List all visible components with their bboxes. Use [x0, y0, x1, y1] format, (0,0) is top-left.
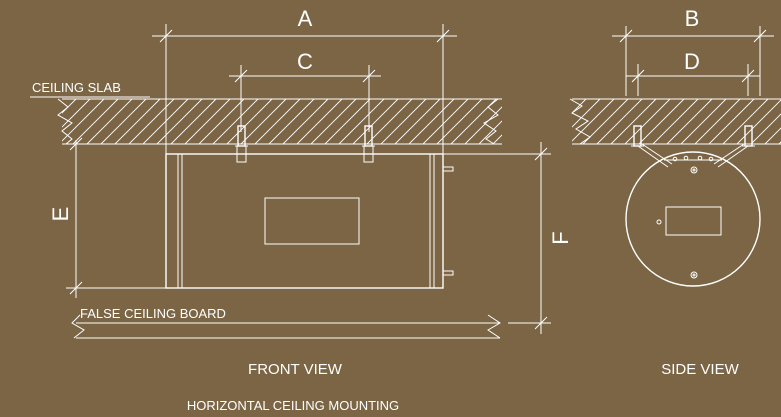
side-view-drawing: B D — [569, 6, 781, 378]
hatch-line — [86, 99, 133, 144]
hatch-line — [366, 99, 413, 144]
hatch-line — [226, 99, 273, 144]
dimension-d: D — [626, 49, 760, 96]
dim-label-f: F — [548, 231, 573, 244]
hatch-line — [324, 99, 371, 144]
hatch-line — [722, 99, 769, 144]
unit-body-front — [165, 153, 454, 289]
hatch-line — [268, 99, 315, 144]
hatch-line — [72, 99, 119, 144]
hatch-line — [394, 99, 441, 144]
hatch-line — [750, 99, 781, 144]
hatch-line — [572, 99, 573, 144]
ceiling-slab-front — [57, 98, 580, 145]
hatch-line — [478, 99, 502, 144]
hatch-line — [708, 99, 755, 144]
hatch-line — [62, 99, 91, 144]
hatch-line — [240, 99, 287, 144]
hatch-line — [198, 99, 245, 144]
hatch-line — [436, 99, 483, 144]
front-view-label: FRONT VIEW — [248, 361, 343, 378]
hatch-line — [184, 99, 231, 144]
hatch-line — [62, 99, 105, 144]
hatch-line — [572, 99, 601, 144]
side-view-label: SIDE VIEW — [661, 361, 739, 378]
hatch-line — [624, 99, 671, 144]
hatch-line — [492, 99, 502, 144]
dimension-a: A — [152, 6, 457, 160]
dim-label-d: D — [684, 49, 700, 74]
hatch-line — [100, 99, 147, 144]
hatch-line — [736, 99, 781, 144]
pipe-outlet-top — [442, 166, 454, 172]
hatch-line — [680, 99, 727, 144]
false-ceiling-label: FALSE CEILING BOARD — [80, 306, 226, 321]
ceiling-slab-label: CEILING SLAB — [32, 80, 121, 95]
hatch-line — [535, 99, 580, 144]
hatch-line — [610, 99, 657, 144]
hatch-line — [156, 99, 203, 144]
hatch-line — [572, 99, 615, 144]
hatch-line — [652, 99, 699, 144]
ceiling-slab-side — [569, 98, 781, 145]
caption: HORIZONTAL CEILING MOUNTING — [187, 398, 399, 413]
hatch-line — [212, 99, 259, 144]
hatch-line — [128, 99, 175, 144]
front-view-drawing: A C CEILING SLAB — [30, 6, 580, 413]
hatch-line — [380, 99, 427, 144]
hatch-line — [62, 99, 77, 144]
hatch-line — [254, 99, 301, 144]
hatch-line — [62, 99, 63, 144]
hatch-line — [596, 99, 643, 144]
dim-label-e: E — [48, 207, 73, 222]
hatch-line — [282, 99, 329, 144]
dim-label-c: C — [297, 49, 313, 74]
hatch-line — [582, 99, 629, 144]
false-ceiling-board: FALSE CEILING BOARD — [71, 306, 501, 339]
hatch-line — [572, 99, 587, 144]
dim-label-a: A — [298, 6, 313, 31]
hatch-line — [170, 99, 217, 144]
hatch-line — [310, 99, 357, 144]
hatch-line — [694, 99, 741, 144]
hatch-line — [352, 99, 399, 144]
dim-label-b: B — [685, 6, 700, 31]
hatch-line — [666, 99, 713, 144]
side-hanger-left — [631, 125, 673, 168]
dimension-e: E — [48, 137, 166, 298]
hatch-line — [422, 99, 469, 144]
dimension-f: F — [443, 142, 573, 334]
hatch-line — [638, 99, 685, 144]
hatch-line — [764, 99, 781, 144]
hatch-line — [296, 99, 343, 144]
side-hanger-right — [713, 125, 755, 168]
control-panel — [264, 197, 360, 245]
hatch-line — [338, 99, 385, 144]
pipe-outlet-bottom — [442, 270, 454, 276]
hatch-line — [521, 99, 566, 144]
unit-body-side — [625, 151, 761, 287]
hatch-line — [408, 99, 455, 144]
side-control-panel — [665, 206, 722, 236]
dimension-b: B — [612, 6, 774, 96]
hatch-line — [507, 99, 552, 144]
dimension-c: C — [229, 49, 381, 132]
hatch-line — [114, 99, 161, 144]
